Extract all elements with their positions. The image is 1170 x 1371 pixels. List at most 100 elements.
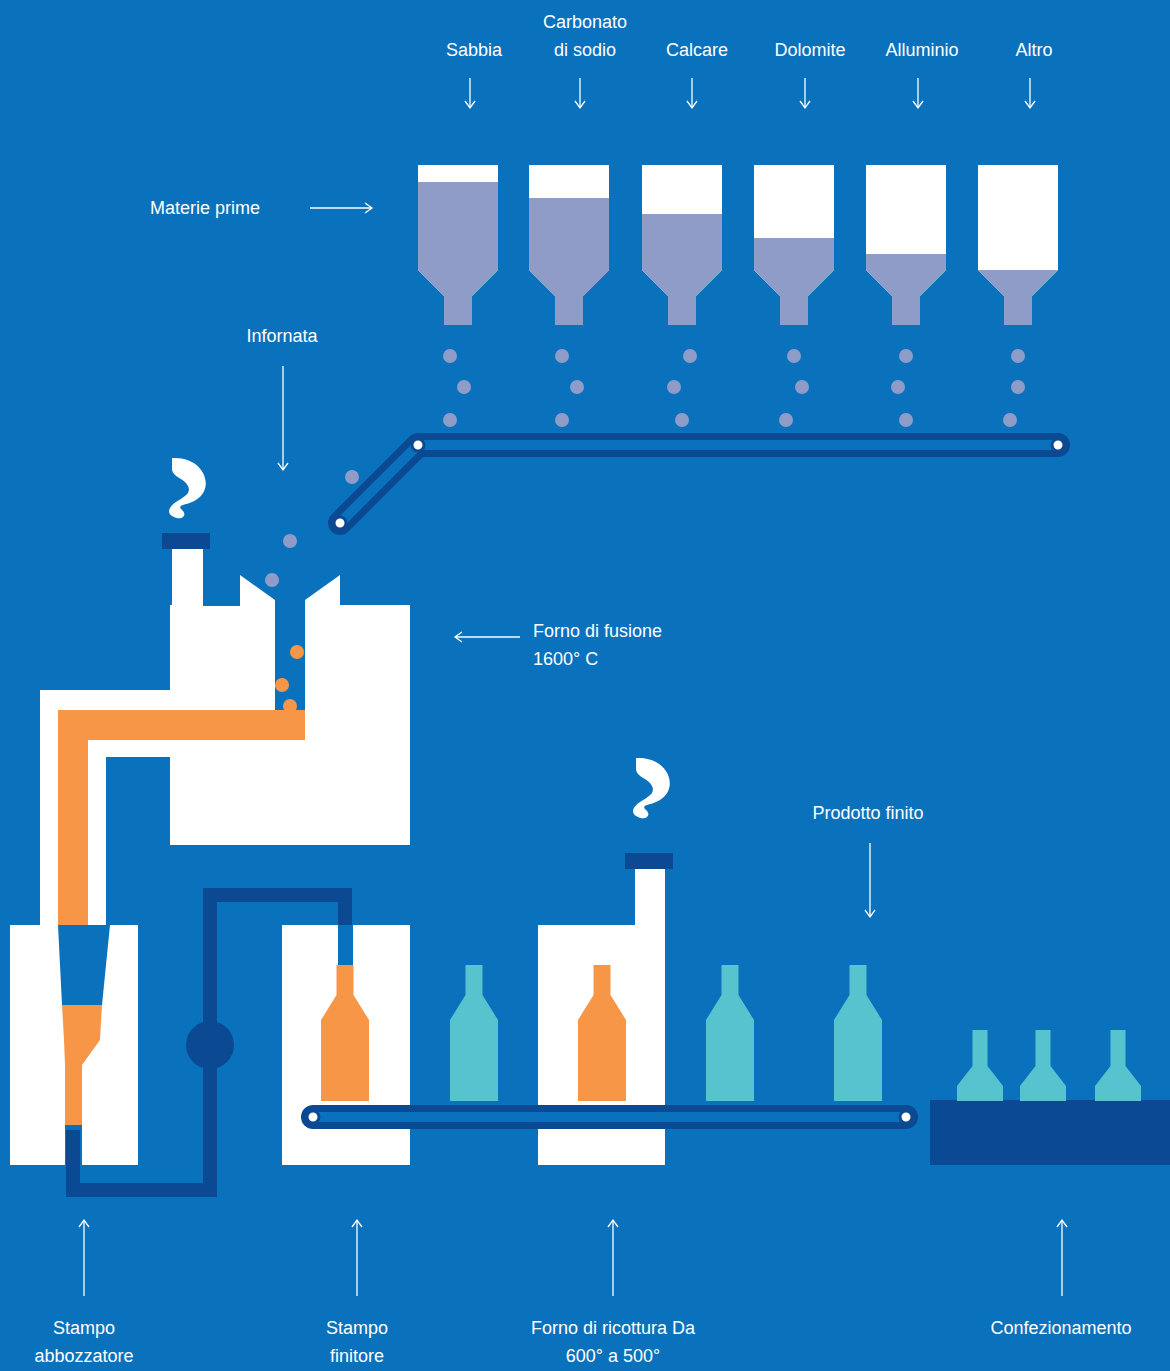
material-dot — [457, 380, 471, 394]
material-dot — [1011, 349, 1025, 363]
text-label: Forno di fusione 1600° C — [533, 617, 683, 673]
hoppers — [418, 165, 1058, 325]
material-dot — [1003, 413, 1017, 427]
material-dot — [555, 349, 569, 363]
leader-arrows — [84, 78, 1062, 1296]
text-label: Altro — [994, 36, 1074, 64]
annealing-lehr — [538, 758, 673, 1165]
drawing-part — [625, 853, 673, 869]
drawing-part — [172, 548, 203, 608]
material-dot — [891, 380, 905, 394]
hopper — [529, 165, 609, 325]
drawing-part — [691, 78, 692, 108]
bottle — [1095, 1030, 1141, 1101]
drawing-part — [290, 645, 304, 659]
drawing-part — [412, 439, 424, 451]
drawing-part — [469, 78, 470, 108]
drawing-part — [338, 925, 353, 967]
drawing-part — [307, 1111, 319, 1123]
text-label: Materie prime — [150, 194, 300, 222]
drawing-part — [162, 533, 210, 549]
material-dot — [667, 380, 681, 394]
drawing-part — [62, 1005, 102, 1125]
drawing-part — [169, 458, 206, 518]
drawing-part — [633, 758, 670, 818]
drawing-part — [313, 1105, 906, 1129]
drawing-part — [283, 534, 297, 548]
hopper-fill — [866, 254, 946, 325]
drawing-part — [455, 636, 520, 637]
bottle — [1020, 1030, 1066, 1101]
drawing-part — [635, 866, 665, 926]
bottle — [450, 965, 498, 1101]
drawing-part — [10, 925, 138, 1165]
drawing-part — [334, 517, 346, 529]
text-label: Stampo finitore — [312, 1314, 402, 1370]
material-dot — [1011, 380, 1025, 394]
text-label: Forno di ricottura Da 600° a 500° — [531, 1314, 696, 1370]
text-label: Prodotto finito — [793, 799, 943, 827]
drawing-part — [340, 445, 1058, 523]
bottle — [957, 1030, 1003, 1101]
bottles — [321, 965, 1141, 1101]
hopper-fill — [754, 238, 834, 325]
lower-conveyor — [307, 1111, 912, 1123]
text-label: Calcare — [652, 36, 742, 64]
material-dot — [899, 349, 913, 363]
hopper-fill — [418, 182, 498, 325]
drawing-part — [240, 575, 340, 715]
drawing-part — [310, 207, 372, 208]
drawing-part — [612, 1220, 613, 1296]
drawing-part — [58, 925, 110, 1005]
hopper-fill — [642, 214, 722, 325]
hopper-fill — [978, 270, 1058, 325]
hopper — [978, 165, 1058, 325]
text-label: Carbonato di sodio — [538, 8, 633, 64]
drawing-part — [282, 366, 283, 470]
material-dot — [443, 413, 457, 427]
drawing-part — [186, 1021, 234, 1069]
packaging-table — [930, 1100, 1170, 1165]
text-label: Sabbia — [429, 36, 519, 64]
drawing-part — [340, 445, 1058, 523]
drawing-part — [83, 1220, 84, 1296]
bottle — [321, 965, 369, 1101]
melting-furnace — [40, 458, 410, 926]
drawing-part — [275, 606, 305, 710]
material-dot — [899, 413, 913, 427]
material-dot — [779, 413, 793, 427]
drawing-part — [869, 843, 870, 917]
material-dot — [675, 413, 689, 427]
material-dot — [787, 349, 801, 363]
drawing-part — [1052, 439, 1064, 451]
drawing-part — [1061, 1220, 1062, 1296]
bottle — [706, 965, 754, 1101]
text-label: Dolomite — [760, 36, 860, 64]
drawing-part — [313, 1112, 906, 1122]
drawing-part — [203, 570, 240, 606]
hopper — [866, 165, 946, 325]
material-dot — [570, 380, 584, 394]
bottle — [834, 965, 882, 1101]
drawing-part — [265, 573, 279, 587]
batch-dots — [265, 470, 359, 619]
text-label: Confezionamento — [976, 1314, 1146, 1342]
hopper — [418, 165, 498, 325]
falling-material — [443, 349, 1025, 427]
material-dot — [683, 349, 697, 363]
upper-conveyor — [334, 439, 1064, 529]
hopper-fill — [529, 198, 609, 325]
text-label: Stampo abbozzatore — [24, 1314, 144, 1370]
material-dot — [555, 413, 569, 427]
text-label: Infornata — [227, 322, 337, 350]
drawing-part — [283, 699, 297, 713]
drawing-part — [804, 78, 805, 108]
drawing-part — [275, 678, 289, 692]
bottle — [578, 965, 626, 1101]
drawing-part — [240, 575, 275, 606]
drawing-part — [900, 1111, 912, 1123]
hopper — [642, 165, 722, 325]
hopper — [754, 165, 834, 325]
text-label: Alluminio — [872, 36, 972, 64]
